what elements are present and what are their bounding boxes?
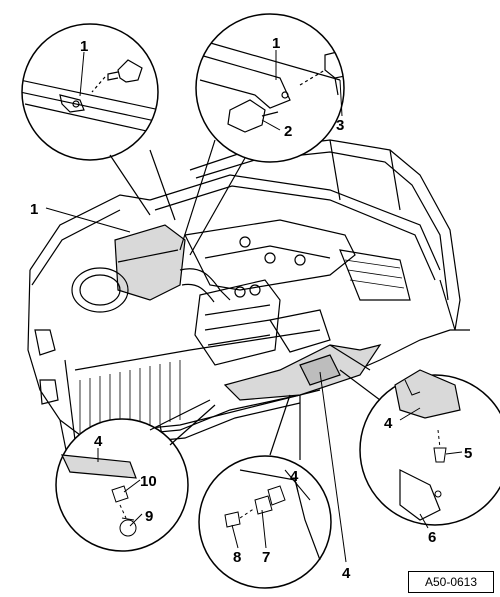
detail-circle-top-right [179, 13, 345, 256]
detail-circle-bottom-middle [198, 394, 332, 589]
detail-circle-right [329, 344, 500, 526]
figure-reference-code: A50-0613 [408, 571, 494, 593]
engine-bay-drawing [27, 139, 470, 471]
callout-2: 2 [284, 123, 292, 140]
detail-circle-top-left [21, 23, 176, 221]
callout-1-detail-left: 1 [80, 38, 88, 55]
callout-5: 5 [464, 445, 472, 462]
callout-6: 6 [428, 529, 436, 546]
callout-10: 10 [140, 473, 157, 490]
callout-3: 3 [336, 117, 344, 134]
leader-lines [45, 50, 463, 563]
callout-9: 9 [145, 508, 153, 525]
callout-4-right: 4 [384, 415, 393, 432]
callout-1-main: 1 [30, 201, 38, 218]
detail-circle-bottom-left [55, 399, 216, 552]
callout-4-bottom: 4 [342, 565, 351, 582]
callout-4-left: 4 [94, 433, 103, 450]
callout-1-detail-right: 1 [272, 35, 280, 52]
callout-7: 7 [262, 549, 270, 566]
callout-4-mid: 4 [290, 468, 299, 485]
callout-8: 8 [233, 549, 241, 566]
